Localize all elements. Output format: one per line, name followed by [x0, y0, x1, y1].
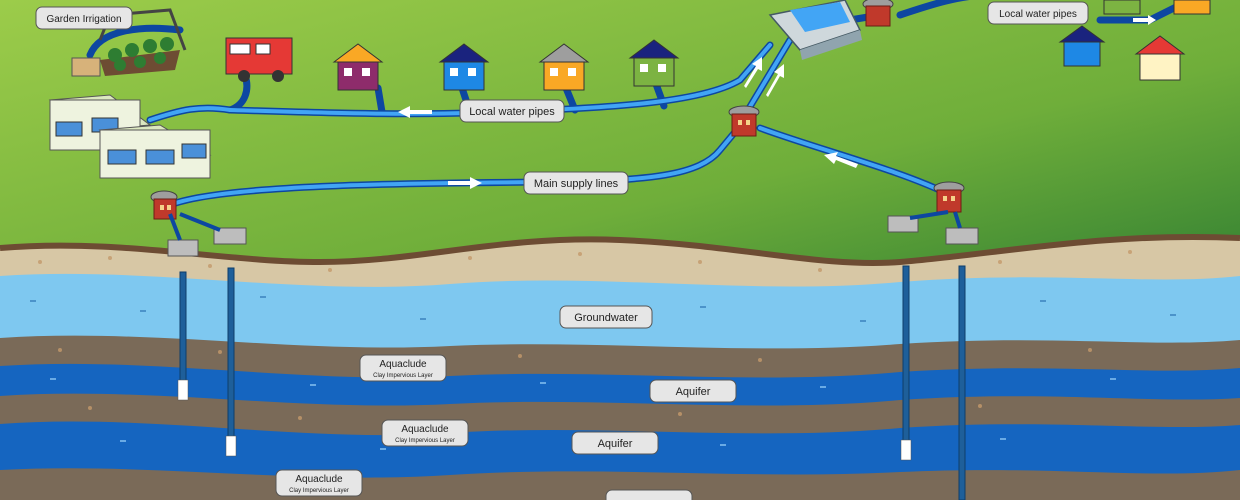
house-icon — [628, 39, 680, 87]
fire-truck-icon — [225, 37, 293, 82]
garden-pipe — [86, 24, 184, 59]
aquifer-specks — [50, 378, 1116, 450]
arrow-icon — [1133, 15, 1156, 25]
arrow-icon — [744, 57, 762, 88]
aquiclude-3-label: Aquaclude — [295, 474, 343, 485]
aquiclude-1-label: Aquaclude — [379, 359, 427, 370]
aquifer-2-label: Aquifer — [598, 438, 633, 450]
house-icon — [1103, 0, 1141, 15]
house-icon — [1173, 0, 1211, 15]
wellhead-links — [168, 210, 962, 241]
well-2 — [227, 267, 235, 447]
soil-edge-line — [0, 233, 1240, 266]
topsoil-layer — [0, 236, 1240, 287]
house-branch-3 — [562, 84, 579, 114]
sediment-specks — [38, 250, 1132, 420]
aquiclude-2-label: Aquaclude — [401, 424, 449, 435]
aquiclude-2-sub-label: Clay Impervious Layer — [395, 438, 455, 444]
pump-station-icon — [728, 105, 760, 137]
aquifer-1-label: Aquifer — [676, 386, 711, 398]
aquiclude-1-sub-label: Clay Impervious Layer — [373, 373, 433, 379]
house-icon — [1058, 25, 1106, 67]
local-water-pipes-top-label: Local water pipes — [999, 9, 1077, 20]
well-4 — [958, 265, 966, 500]
arrow-icon — [766, 64, 784, 97]
local-water-pipes-label: Local water pipes — [469, 106, 555, 118]
house-icon — [438, 43, 490, 91]
well-1 — [179, 271, 187, 391]
pump-station-icon — [933, 181, 965, 213]
house-icon — [538, 43, 590, 91]
main-supply-lines-label: Main supply lines — [534, 178, 619, 190]
house-icon — [1134, 35, 1186, 81]
label-boxes — [35, 1, 1089, 500]
well-screens — [177, 379, 912, 461]
factory-icon — [98, 124, 212, 179]
arrow-icon — [398, 106, 432, 118]
water-specks — [30, 296, 1176, 322]
aquiclude-3-sub-label: Clay Impervious Layer — [289, 488, 349, 494]
well-3 — [902, 265, 910, 451]
pump-station-icon — [150, 190, 178, 220]
flow-arrows — [398, 15, 1156, 189]
arrow-icon — [824, 152, 858, 168]
groundwater-label: Groundwater — [574, 312, 638, 324]
house-branch-1 — [374, 84, 386, 116]
garden-irrigation-label: Garden Irrigation — [46, 14, 121, 25]
pump-station-icon — [862, 0, 894, 27]
water-tower-icon — [768, 0, 862, 60]
house-icon — [332, 43, 384, 91]
wellhead-boxes — [167, 215, 979, 257]
right-pipe — [896, 0, 970, 19]
garden-icon — [71, 8, 187, 77]
arrow-icon — [448, 177, 482, 189]
